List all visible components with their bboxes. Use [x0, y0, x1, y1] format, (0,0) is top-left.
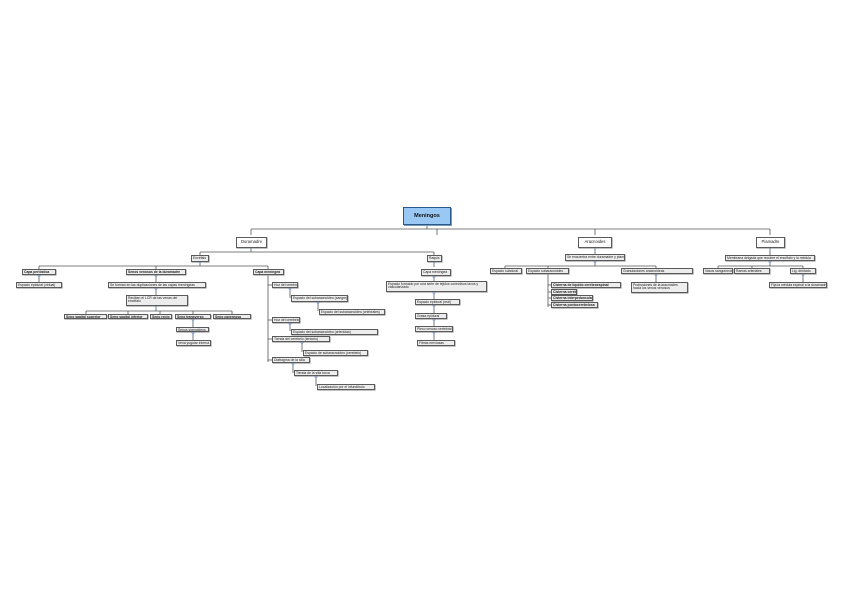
- node-raquis-desc[interactable]: Espacio formado por una serie de tejidos…: [386, 281, 487, 292]
- root-node[interactable]: Meningos: [403, 207, 451, 225]
- node-aracnoides[interactable]: Aracnoides: [578, 237, 612, 248]
- node-plexo-venoso[interactable]: Plexo venoso vertebral: [415, 326, 453, 332]
- node-hoz-cerebelo[interactable]: Hoz del cerebelo: [272, 317, 300, 323]
- node-cm-child-4[interactable]: Espacio del subaracnoideo (arteriolas): [291, 329, 378, 335]
- node-cm-child-2[interactable]: Espacio del subaracnoideo (crtebrales): [319, 309, 385, 315]
- node-granulaciones-child[interactable]: Protrusiones de la aracnoides hacia los …: [631, 282, 688, 293]
- node-fibras-nerviosas[interactable]: Fibras nerviosas: [417, 340, 455, 346]
- node-piamadre-desc[interactable]: Membrana delgada que recubre el encéfalo…: [725, 255, 815, 261]
- node-granulaciones[interactable]: Granulaciones aracnoideas: [621, 268, 693, 274]
- node-raquis-capa-meningea[interactable]: Capa meníngea: [421, 269, 451, 276]
- node-vena-yugular[interactable]: Vena yugular interna: [176, 340, 211, 346]
- node-lig-dentado[interactable]: Lig. dentado: [790, 268, 816, 274]
- node-seno-transverso[interactable]: Seno transverso: [175, 314, 211, 319]
- node-cm-child-1[interactable]: Espacio del subaracnoideo (sangre): [291, 295, 348, 302]
- node-senos-desc[interactable]: Se forman en las duplicaciones de las ca…: [108, 282, 206, 288]
- node-cisterna-2[interactable]: Cisterna cerebelomedular: [551, 289, 577, 295]
- node-grasa-epidural[interactable]: Grasa epidural: [415, 313, 447, 319]
- node-encefalo[interactable]: Encéfalo: [191, 255, 209, 262]
- node-piamadre[interactable]: Piamadre: [756, 237, 785, 248]
- node-espacio-epidural-real[interactable]: Espacio epidural (real): [415, 299, 460, 305]
- node-cisterna-1[interactable]: Cisterna de líquido cerebroespinal: [551, 282, 621, 288]
- node-seno-recto[interactable]: Seno recto: [150, 314, 172, 319]
- node-capa-periostica[interactable]: Capa perióstica: [22, 269, 56, 275]
- node-espacio-subaracnoideo[interactable]: Espacio subaracnoideo: [526, 268, 569, 274]
- node-senos-sigmoideos[interactable]: Senos sigmoideos: [176, 327, 209, 332]
- node-espacio-epidural-virtual[interactable]: Espacio epidural (virtual): [16, 282, 62, 288]
- node-cm-child-10[interactable]: Localización por el infundíbulo: [317, 384, 375, 390]
- node-raquis[interactable]: Raquis: [427, 255, 442, 262]
- node-espacio-subdural[interactable]: Espacio subdural: [490, 268, 522, 274]
- node-cm-child-6[interactable]: Espacio de subaracnoideo (cerebelo): [303, 350, 368, 356]
- node-senos-drain[interactable]: Reciben el LCR de las venas del encéfalo: [126, 295, 188, 306]
- node-capa-meningea[interactable]: Capa meníngea: [253, 269, 284, 275]
- node-diafragma-silla[interactable]: Diafragma de la silla: [272, 357, 310, 363]
- node-cisterna-3[interactable]: Cisterna interpeduncular: [551, 295, 593, 301]
- node-ramas-arteriales[interactable]: Ramas arteriales: [734, 268, 770, 274]
- node-lig-dentado-child[interactable]: Fija la médula espinal a la duramadre: [769, 282, 827, 288]
- node-hoz-cerebro[interactable]: Hoz del cerebro: [272, 282, 298, 288]
- node-vasos-sanguineos[interactable]: Vasos sanguíneos: [703, 268, 733, 274]
- node-cisterna-4[interactable]: Cisterna pontocerebelosa: [551, 302, 598, 308]
- node-tienda-cerebelo[interactable]: Tienda del cerebelo (tentorio): [272, 336, 330, 342]
- node-seno-sagital-inferior[interactable]: Seno sagital inferior: [108, 314, 148, 319]
- node-seno-sagital-superior[interactable]: Seno sagital superior: [64, 314, 107, 319]
- node-senos-venosos[interactable]: Senos venosos de la duramadre: [126, 269, 186, 275]
- node-duramadre[interactable]: Duramadre: [236, 237, 267, 248]
- node-aracnoides-desc[interactable]: Se encuentra entre duramadre y piamadre: [565, 254, 625, 261]
- node-cm-child-8[interactable]: Tienda de la silla turca: [294, 370, 338, 376]
- node-seno-cavernoso[interactable]: Seno cavernoso: [213, 314, 251, 319]
